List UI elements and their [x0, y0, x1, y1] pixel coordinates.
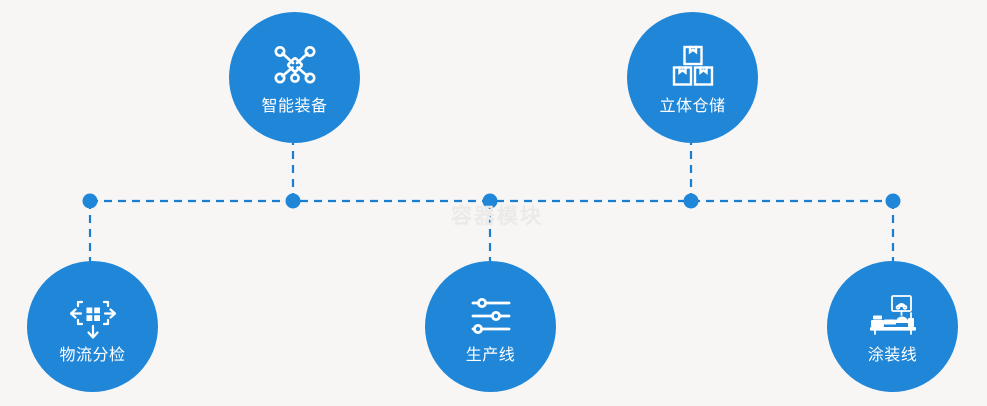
paint-booth-icon — [867, 290, 919, 342]
node-production-line[interactable]: 生产线 — [425, 261, 556, 392]
node-label: 智能装备 — [261, 97, 328, 115]
background-watermark: 容器模块 — [451, 205, 543, 228]
node-logistics-sorting[interactable]: 物流分检 — [27, 261, 158, 392]
node-stereoscopic-warehouse[interactable]: 立体仓储 — [627, 12, 758, 143]
junction-dot-painting-line[interactable] — [885, 193, 901, 209]
junction-dot-stereoscopic-warehouse[interactable] — [683, 193, 699, 209]
network-nodes-icon — [269, 41, 321, 93]
node-smart-equipment[interactable]: 智能装备 — [229, 12, 360, 143]
junction-dot-logistics-sorting[interactable] — [82, 193, 98, 209]
node-label: 生产线 — [465, 346, 516, 364]
node-label: 立体仓储 — [659, 97, 726, 115]
node-label: 涂装线 — [867, 346, 918, 364]
node-label: 物流分检 — [59, 346, 126, 364]
node-painting-line[interactable]: 涂装线 — [827, 261, 958, 392]
sliders-icon — [465, 290, 517, 342]
stacked-boxes-icon — [667, 41, 719, 93]
junction-dot-smart-equipment[interactable] — [285, 193, 301, 209]
sorting-arrows-icon — [67, 290, 119, 342]
